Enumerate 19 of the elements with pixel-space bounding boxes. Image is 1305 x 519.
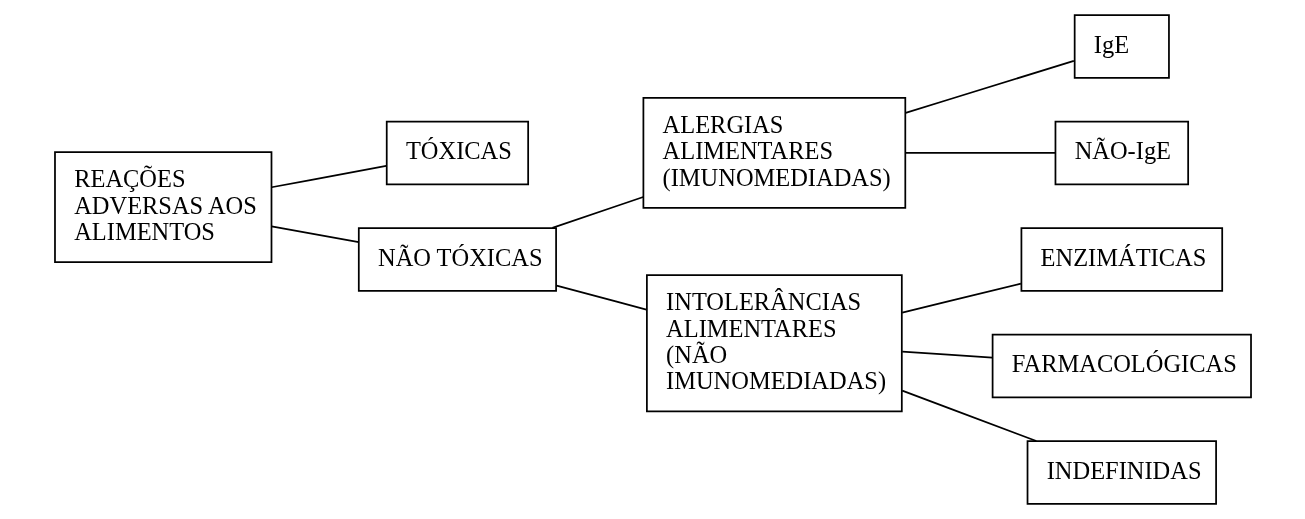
node-box: TÓXICAS: [385, 120, 529, 186]
connector: [551, 196, 644, 229]
node-box: NÃO-IgE: [1054, 120, 1189, 186]
connector: [270, 225, 360, 243]
connector: [904, 152, 1056, 154]
node-box: FARMACOLÓGICAS: [991, 333, 1252, 399]
node-box: IgE: [1073, 14, 1170, 79]
connector: [904, 59, 1075, 114]
node-box: INTOLERÂNCIAS ALIMENTARES (NÃO IMUNOMEDIADAS): [645, 274, 903, 413]
node-box: NÃO TÓXICAS: [357, 227, 557, 292]
node-box: ENZIMÁTICAS: [1020, 227, 1223, 292]
node-box: REAÇÕES ADVERSAS AOS ALIMENTOS: [53, 151, 272, 263]
connector: [900, 282, 1022, 314]
connector: [900, 350, 993, 359]
node-box: ALERGIAS ALIMENTARES (IMUNOMEDIADAS): [642, 97, 906, 209]
connector: [555, 284, 647, 311]
connector: [900, 389, 1037, 442]
connector: [270, 165, 387, 189]
node-box: INDEFINIDAS: [1026, 440, 1217, 505]
